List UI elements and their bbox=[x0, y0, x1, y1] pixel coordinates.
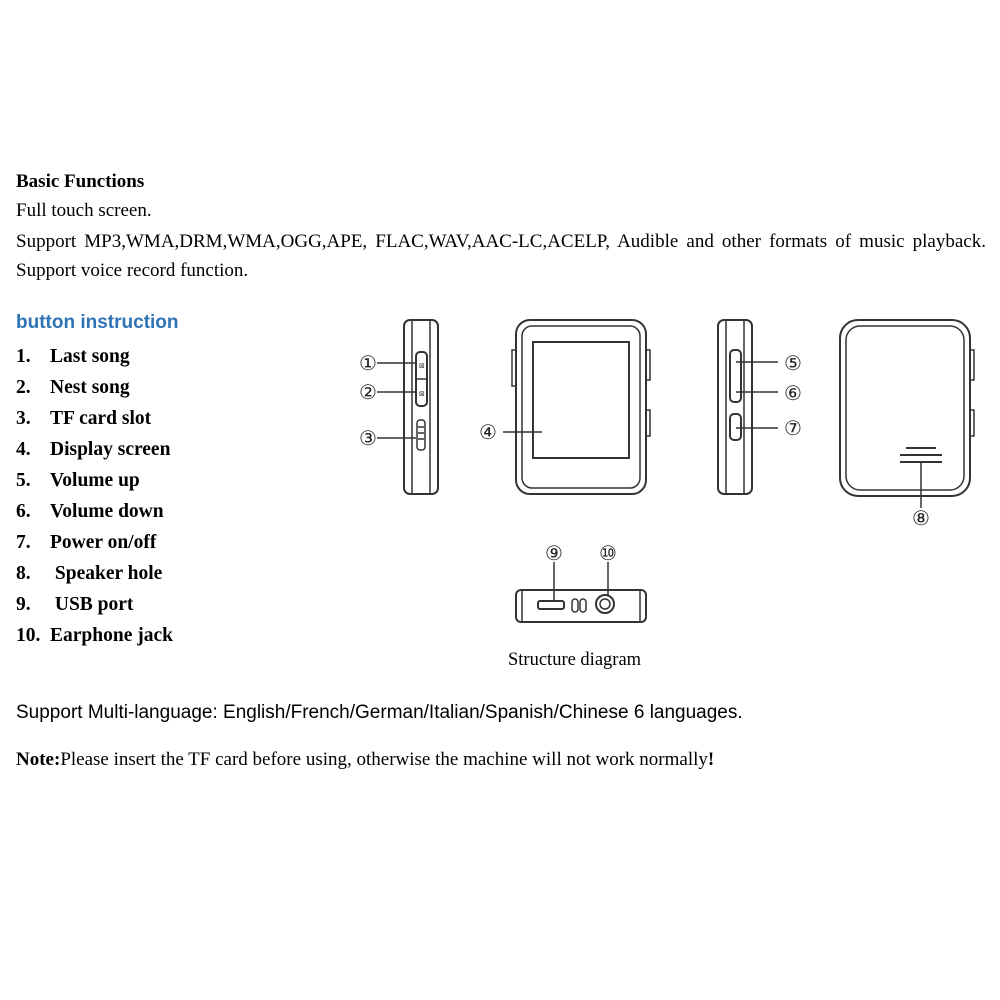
list-item: 7. Power on/off bbox=[16, 527, 173, 558]
callout-1: ① bbox=[359, 353, 377, 375]
callout-10: ⑩ bbox=[599, 543, 617, 565]
device-bottom-view bbox=[515, 562, 647, 623]
callout-6: ⑥ bbox=[784, 383, 802, 405]
item-number: 3. bbox=[16, 408, 31, 429]
callout-9: ⑨ bbox=[545, 543, 563, 565]
basic-functions-line2: Support MP3,WMA,DRM,WMA,OGG,APE, FLAC,WA… bbox=[16, 231, 986, 281]
language-support-text: Support Multi-language: English/French/G… bbox=[16, 702, 743, 723]
device-right-side-view bbox=[717, 319, 778, 495]
button-instruction-list: 1. Last song 2. Nest song 3. TF card slot 4… bbox=[16, 341, 173, 651]
device-back-view bbox=[839, 319, 975, 508]
device-front-view bbox=[503, 319, 651, 495]
item-label: Earphone jack bbox=[50, 625, 173, 646]
item-label: Nest song bbox=[50, 377, 130, 398]
item-label: Power on/off bbox=[50, 532, 157, 553]
item-number: 1. bbox=[16, 346, 31, 367]
structure-diagram: ⊠ ⊠ bbox=[359, 319, 975, 623]
item-label: Volume down bbox=[50, 501, 164, 522]
diagram-caption: Structure diagram bbox=[508, 650, 642, 670]
note-text: Note:Please insert the TF card before us… bbox=[16, 749, 714, 771]
callout-2: ② bbox=[359, 382, 377, 404]
button-instruction-title: button instruction bbox=[16, 312, 179, 333]
callout-5: ⑤ bbox=[784, 353, 802, 375]
item-number: 4. bbox=[16, 439, 31, 460]
item-label: Last song bbox=[50, 346, 130, 367]
item-label: Display screen bbox=[50, 439, 171, 460]
note-exclamation: ! bbox=[707, 749, 715, 770]
note-body: Please insert the TF card before using, … bbox=[60, 749, 708, 770]
item-number: 7. bbox=[16, 532, 31, 553]
item-number: 6. bbox=[16, 501, 31, 522]
note-label: Note: bbox=[16, 749, 61, 770]
list-item: 6. Volume down bbox=[16, 496, 173, 527]
svg-text:⊠: ⊠ bbox=[419, 363, 425, 370]
basic-functions-title: Basic Functions bbox=[16, 171, 145, 192]
device-left-side-view: ⊠ ⊠ bbox=[377, 319, 439, 495]
item-label: USB port bbox=[50, 594, 134, 615]
basic-functions-line1: Full touch screen. bbox=[16, 200, 152, 221]
list-item: 4. Display screen bbox=[16, 434, 173, 465]
item-number: 5. bbox=[16, 470, 31, 491]
item-number: 8. bbox=[16, 563, 31, 584]
item-label: Volume up bbox=[50, 470, 140, 491]
list-item: 2. Nest song bbox=[16, 372, 173, 403]
list-item: 8. Speaker hole bbox=[16, 558, 173, 589]
item-label: Speaker hole bbox=[50, 563, 163, 584]
item-number: 2. bbox=[16, 377, 31, 398]
svg-text:⊠: ⊠ bbox=[419, 391, 425, 398]
callout-4: ④ bbox=[479, 422, 497, 444]
list-item: 1. Last song bbox=[16, 341, 173, 372]
list-item: 9. USB port bbox=[16, 589, 173, 620]
callout-8: ⑧ bbox=[912, 508, 930, 530]
callout-3: ③ bbox=[359, 428, 377, 450]
speaker-grille bbox=[900, 447, 942, 463]
item-label: TF card slot bbox=[50, 408, 152, 429]
list-item: 3. TF card slot bbox=[16, 403, 173, 434]
list-item: 10. Earphone jack bbox=[16, 620, 173, 651]
list-item: 5. Volume up bbox=[16, 465, 173, 496]
item-number: 10. bbox=[16, 625, 41, 646]
item-number: 9. bbox=[16, 594, 31, 615]
callout-7: ⑦ bbox=[784, 418, 802, 440]
